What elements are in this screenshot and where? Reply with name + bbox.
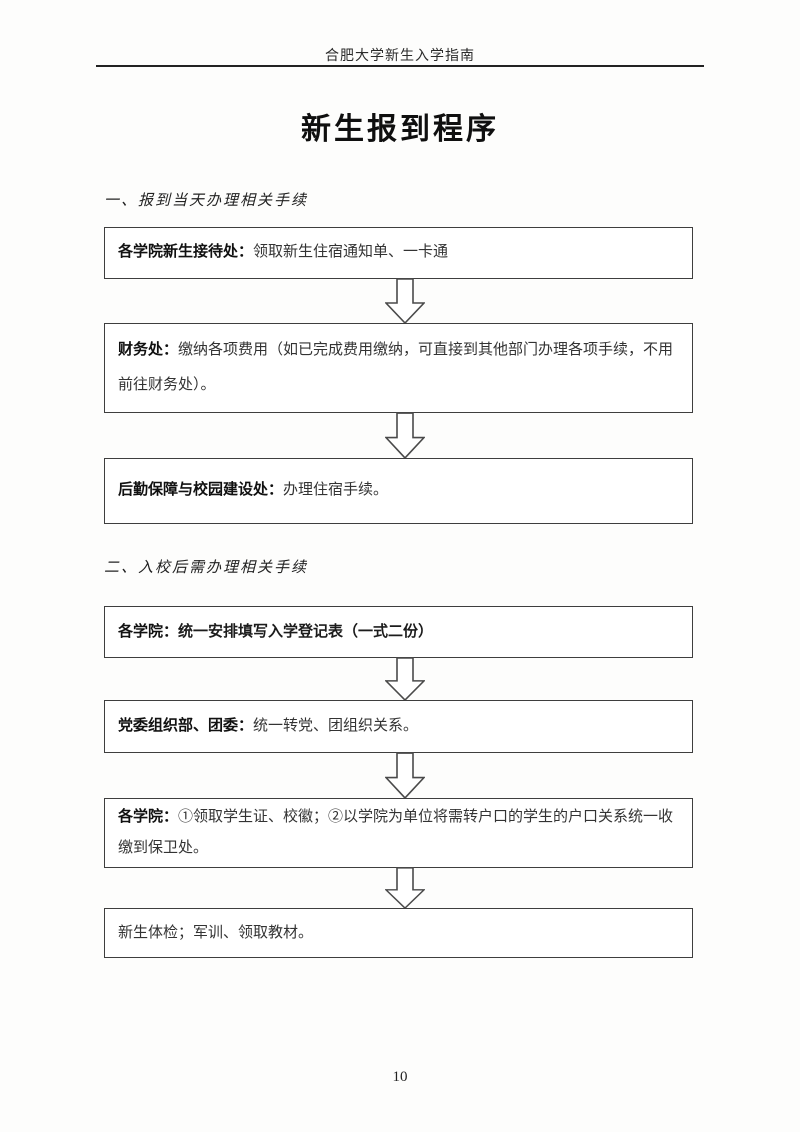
arrow-down-icon	[385, 752, 425, 799]
step-text: 缴纳各项费用（如已完成费用缴纳，可直接到其他部门办理各项手续，不用前往财务处）。	[118, 341, 674, 393]
step-text-line: 各学院新生接待处：领取新生住宿通知单、一卡通	[118, 235, 448, 270]
step-text: 领取新生住宿通知单、一卡通	[253, 244, 449, 261]
arrow-down-icon	[385, 867, 425, 909]
page-header: 合肥大学新生入学指南	[325, 49, 475, 64]
step-label: 后勤保障与校园建设处：	[118, 482, 284, 499]
step-text-line: 各学院：①领取学生证、校徽；②以学院为单位将需转户口的学生的户口关系统一收缴到保…	[118, 802, 679, 864]
flow-step-reception: 各学院新生接待处：领取新生住宿通知单、一卡通	[104, 227, 693, 279]
step-text-line: 财务处：缴纳各项费用（如已完成费用缴纳，可直接到其他部门办理各项手续，不用前往财…	[118, 333, 679, 404]
step-label: 党委组织部、团委：	[118, 717, 254, 734]
step-text-line: 党委组织部、团委：统一转党、团组织关系。	[118, 709, 418, 744]
step-label: 各学院：	[118, 809, 179, 826]
step-text: 新生体检；军训、领取教材。	[118, 924, 314, 942]
step-text-line: 各学院：统一安排填写入学登记表（一式二份）	[118, 614, 433, 649]
step-text: ①领取学生证、校徽；②以学院为单位将需转户口的学生的户口关系统一收缴到保卫处。	[118, 809, 674, 856]
step-text-line: 新生体检；军训、领取教材。	[118, 915, 313, 950]
flow-step-registration-form: 各学院：统一安排填写入学登记表（一式二份）	[104, 606, 693, 658]
flow-step-finance: 财务处：缴纳各项费用（如已完成费用缴纳，可直接到其他部门办理各项手续，不用前往财…	[104, 323, 693, 413]
page-title: 新生报到程序	[301, 113, 499, 146]
step-text: 统一安排填写入学登记表（一式二份）	[178, 623, 434, 641]
arrow-down-icon	[385, 657, 425, 701]
step-text: 统一转党、团组织关系。	[253, 717, 419, 734]
header-divider	[96, 65, 704, 67]
step-label: 各学院：	[118, 623, 179, 641]
step-label: 财务处：	[118, 341, 179, 358]
step-text: 办理住宿手续。	[283, 482, 389, 499]
flow-step-physical-exam: 新生体检；军训、领取教材。	[104, 908, 693, 958]
section-1-heading: 一、报到当天办理相关手续	[104, 193, 309, 209]
arrow-down-icon	[385, 278, 425, 324]
flow-step-party-league: 党委组织部、团委：统一转党、团组织关系。	[104, 700, 693, 753]
step-text-line: 后勤保障与校园建设处：办理住宿手续。	[118, 473, 388, 508]
flow-step-logistics: 后勤保障与校园建设处：办理住宿手续。	[104, 458, 693, 524]
section-2-heading: 二、入校后需办理相关手续	[104, 560, 309, 576]
flow-step-student-id: 各学院：①领取学生证、校徽；②以学院为单位将需转户口的学生的户口关系统一收缴到保…	[104, 798, 693, 868]
arrow-down-icon	[385, 412, 425, 459]
step-label: 各学院新生接待处：	[118, 244, 254, 261]
page-number: 10	[392, 1069, 408, 1085]
